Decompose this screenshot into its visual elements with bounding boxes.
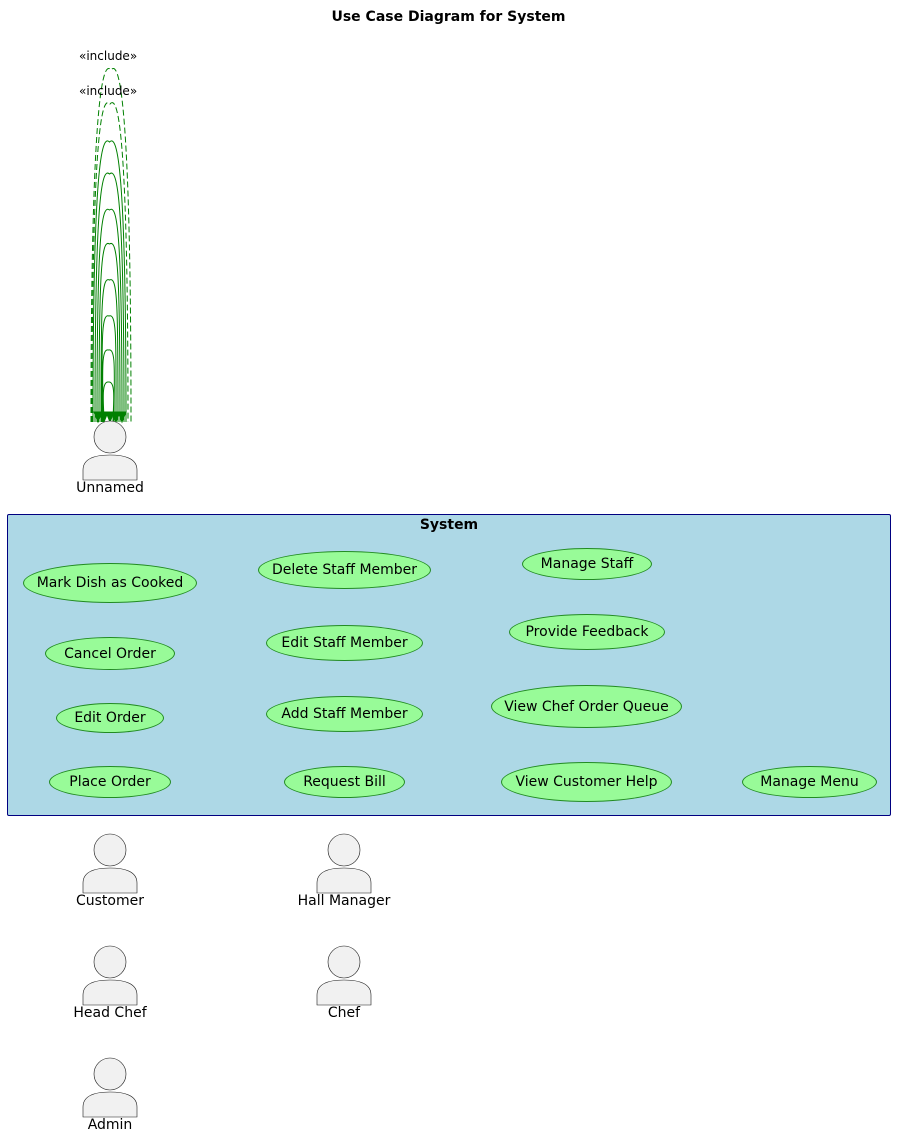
association-loop-line: [96, 208, 123, 423]
use-case-edit-order[interactable]: Edit Order: [56, 703, 164, 733]
association-loop-line: [98, 242, 121, 423]
use-case-provide-feedback[interactable]: Provide Feedback: [509, 614, 665, 650]
use-case-manage-staff[interactable]: Manage Staff: [522, 548, 652, 580]
use-case-mark-dish-as-cooked[interactable]: Mark Dish as Cooked: [23, 563, 197, 603]
use-case-place-order[interactable]: Place Order: [49, 766, 171, 798]
actor-label: Customer: [75, 893, 144, 909]
association-loop-line: [92, 140, 127, 423]
actor-icon: [316, 945, 372, 1006]
include-relation-line: [90, 67, 132, 423]
arrow-head: [93, 411, 103, 424]
actor-label: Admin: [87, 1117, 133, 1133]
actor-label: Hall Manager: [297, 893, 391, 909]
association-loop-line: [100, 279, 119, 423]
use-case-view-customer-help[interactable]: View Customer Help: [501, 762, 672, 802]
association-loop-line: [102, 349, 115, 423]
diagram-title: Use Case Diagram for System: [331, 9, 566, 25]
actor-label: Head Chef: [73, 1005, 147, 1021]
actor-chef[interactable]: Chef: [294, 945, 394, 1035]
actor-icon: [82, 1057, 138, 1118]
actor-unnamed[interactable]: Unnamed: [60, 420, 160, 510]
use-case-add-staff-member[interactable]: Add Staff Member: [266, 696, 423, 732]
use-case-view-chef-order-queue[interactable]: View Chef Order Queue: [491, 685, 682, 728]
arrow-head: [111, 411, 121, 424]
arrow-head: [99, 411, 109, 424]
actor-hall-manager[interactable]: Hall Manager: [294, 833, 394, 923]
actor-label: Chef: [327, 1005, 361, 1021]
actor-customer[interactable]: Customer: [60, 833, 160, 923]
arrow-head: [117, 411, 127, 424]
include-relation-line: [91, 102, 129, 423]
actor-head-chef[interactable]: Head Chef: [60, 945, 160, 1035]
system-title: System: [419, 517, 479, 533]
arrow-head: [105, 411, 115, 424]
use-case-cancel-order[interactable]: Cancel Order: [45, 637, 175, 670]
actor-icon: [82, 833, 138, 894]
include-label: «include»: [79, 84, 138, 98]
association-loop-line: [102, 381, 115, 423]
actor-icon: [316, 833, 372, 894]
actor-admin[interactable]: Admin: [60, 1057, 160, 1147]
association-loop-line: [94, 172, 125, 423]
use-case-manage-menu[interactable]: Manage Menu: [742, 766, 877, 798]
use-case-delete-staff-member[interactable]: Delete Staff Member: [258, 551, 431, 589]
include-label: «include»: [79, 49, 138, 63]
actor-icon: [82, 945, 138, 1006]
actor-label: Unnamed: [76, 480, 144, 496]
association-loop-line: [101, 315, 117, 423]
use-case-request-bill[interactable]: Request Bill: [284, 766, 405, 798]
use-case-edit-staff-member[interactable]: Edit Staff Member: [266, 625, 423, 661]
actor-icon: [82, 420, 138, 481]
